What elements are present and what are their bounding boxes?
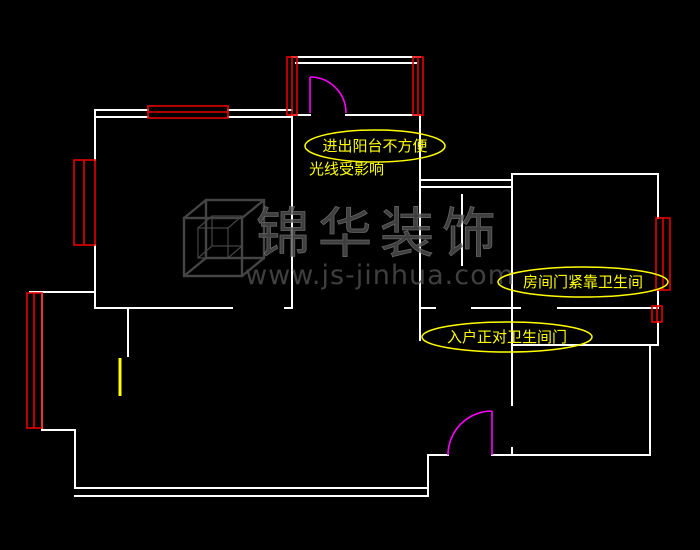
annotations: 进出阳台不方便 光线受影响 房间门紧靠卫生间 入户正对卫生间门: [304, 129, 669, 353]
window-marker-right-bay: [655, 217, 671, 291]
window-marker-top-left-room: [147, 105, 229, 119]
annotation-ellipse: [497, 266, 669, 298]
door-swings: [309, 76, 493, 456]
cube-edges: [183, 199, 265, 277]
annotation-balcony-issue: 进出阳台不方便 光线受影响: [304, 129, 446, 178]
watermark-url-text: www.js-jinhua.com: [245, 260, 515, 291]
balcony-door-arc: [309, 76, 347, 114]
window-marker-right-small: [651, 305, 663, 323]
inner-cube-back: [211, 215, 243, 247]
inner-cube-edges: [197, 215, 243, 259]
annotation-bedroom-door-issue: 房间门紧靠卫生间: [497, 266, 669, 298]
cube-front-face: [182, 216, 244, 278]
annotation-ellipse: [304, 129, 446, 163]
entry-door-arc: [447, 410, 493, 456]
annotation-ellipse: [421, 321, 593, 353]
annotation-text: 进出阳台不方便: [322, 137, 427, 155]
annotation-text: 光线受影响: [309, 160, 384, 178]
cube-back-face: [204, 198, 266, 260]
watermark-cube-logo-icon: [182, 198, 266, 278]
inner-cube-front: [197, 227, 229, 259]
annotation-text: 房间门紧靠卫生间: [523, 273, 643, 291]
watermark-brand-text: 锦华装饰: [256, 202, 504, 265]
exterior-and-interior-walls: [29, 56, 659, 497]
door-swing-arc: [309, 76, 347, 114]
watermark: 锦华装饰 www.js-jinhua.com: [182, 198, 515, 291]
annotation-text: 入户正对卫生间门: [447, 328, 567, 346]
door-swing-arc: [447, 410, 493, 456]
window-marker-left-bay: [73, 159, 96, 246]
wall-lines: [29, 56, 659, 497]
window-markers: [26, 56, 671, 429]
window-marker-balcony-left: [286, 56, 298, 116]
window-marker-living-room-left: [26, 292, 43, 429]
annotation-entry-issue: 入户正对卫生间门: [421, 321, 593, 353]
window-marker-balcony-right: [412, 56, 424, 116]
